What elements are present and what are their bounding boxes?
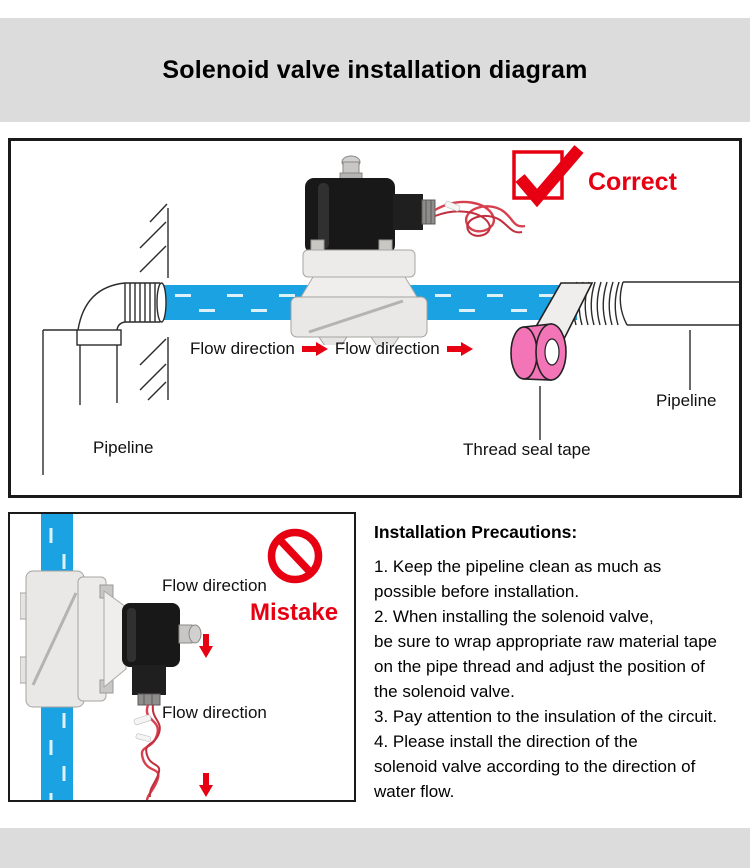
mistake-badge: Mistake	[250, 599, 339, 626]
precaution-line: be sure to wrap appropriate raw material…	[374, 632, 718, 651]
thread-seal-tape-label: Thread seal tape	[463, 440, 591, 459]
title-banner: Solenoid valve installation diagram	[0, 18, 750, 122]
arrow-right-icon	[301, 342, 328, 356]
correct-badge: Correct	[588, 168, 677, 196]
flow-direction-label-top: Flow direction	[162, 576, 267, 595]
precaution-line: possible before installation.	[374, 582, 580, 601]
precaution-line: the solenoid valve.	[374, 682, 515, 701]
thread-seal-tape-illustration	[510, 282, 594, 381]
correct-installation-panel: Correct Flow direction Flow direction Pi…	[8, 138, 742, 498]
arrow-down-icon	[199, 634, 213, 658]
page-title: Solenoid valve installation diagram	[162, 55, 588, 84]
precaution-line: water flow.	[374, 782, 455, 801]
installation-precautions: Installation Precautions: 1. Keep the pi…	[374, 522, 746, 804]
no-entry-icon	[266, 526, 324, 586]
water-flow-dashes	[175, 294, 577, 312]
pipeline-label-left: Pipeline	[93, 438, 154, 457]
mistake-installation-panel: Mistake Flow direction Flow direction	[8, 512, 356, 802]
precaution-line: on the pipe thread and adjust the positi…	[374, 657, 705, 676]
flow-direction-label-bottom: Flow direction	[162, 703, 267, 722]
precaution-line: 1. Keep the pipeline clean as much as	[374, 557, 662, 576]
flow-direction-row: Flow direction Flow direction	[190, 339, 473, 359]
check-icon	[505, 143, 595, 213]
pipeline-label-right: Pipeline	[656, 391, 717, 410]
arrow-right-icon	[446, 342, 473, 356]
precaution-line: solenoid valve according to the directio…	[374, 757, 696, 776]
solenoid-valve-sideways-illustration	[20, 565, 205, 800]
bottom-gray-band	[0, 828, 750, 868]
arrow-down-icon	[199, 773, 213, 797]
precaution-line: 3. Pay attention to the insulation of th…	[374, 707, 718, 726]
precaution-line: 4. Please install the direction of the	[374, 732, 638, 751]
water-flow-dashes	[49, 528, 66, 800]
flow-direction-label: Flow direction	[190, 339, 295, 358]
pipe-line-art	[42, 203, 739, 475]
flow-direction-label: Flow direction	[334, 339, 440, 358]
solenoid-valve-illustration	[285, 150, 530, 345]
precautions-heading: Installation Precautions:	[374, 522, 578, 542]
precaution-line: 2. When installing the solenoid valve,	[374, 607, 654, 626]
